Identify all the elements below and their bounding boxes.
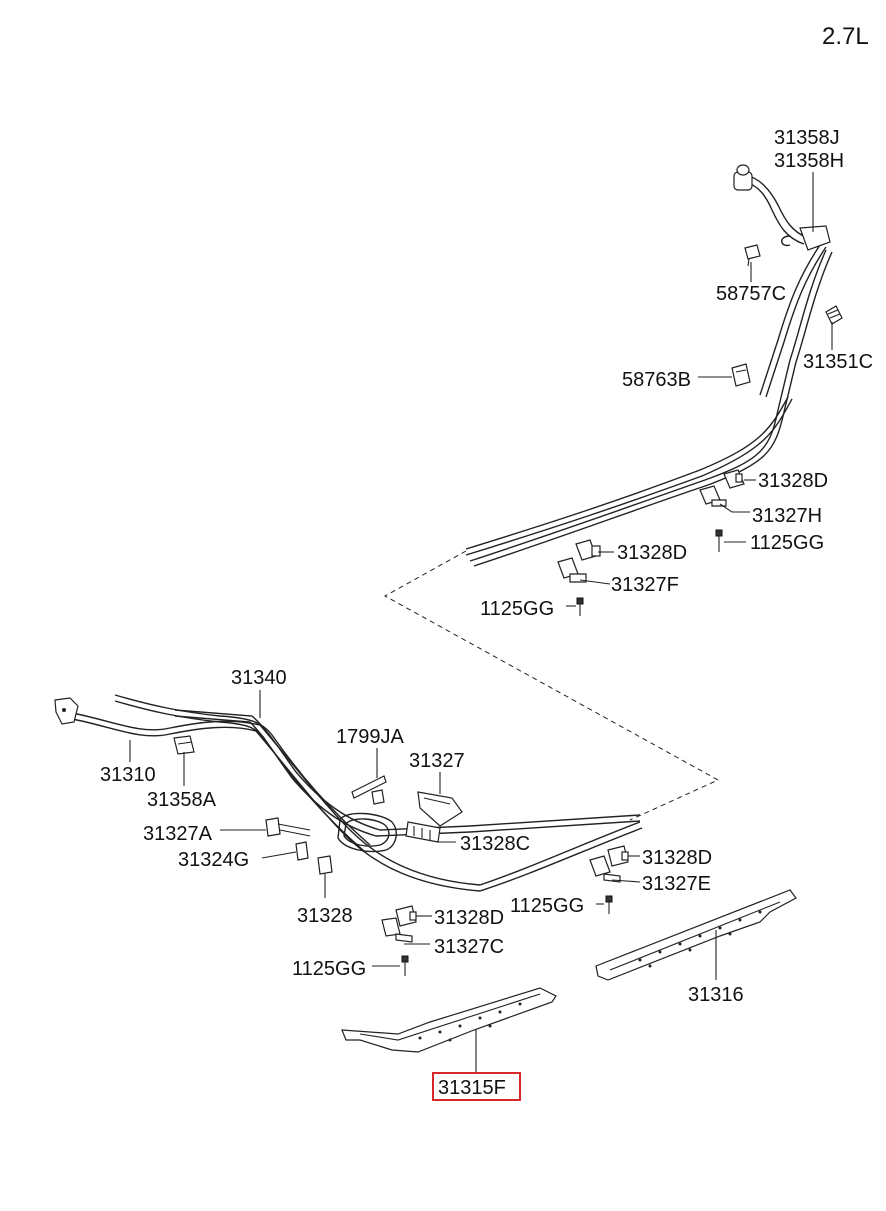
leader-lines: [129, 172, 833, 1072]
1125GG-bolt-mid: [576, 597, 584, 616]
31327H-bracket: [699, 485, 727, 507]
1125GG-bolt-upper: [715, 529, 723, 552]
label-31327F: 31327F: [611, 574, 679, 596]
protector-31316: [595, 889, 797, 981]
highlight-box-31315F: [432, 1072, 521, 1101]
label-31358J: 31358J: [774, 127, 840, 149]
engine-label: 2.7L: [822, 23, 869, 50]
1125GG-bolt-lower-left: [401, 955, 409, 976]
31328D-clip-mid: [575, 539, 601, 561]
label-31358H: 31358H: [774, 150, 844, 172]
lower-fuel-lines: [54, 694, 643, 892]
label-31328: 31328: [297, 905, 353, 927]
label-31327H: 31327H: [752, 505, 822, 527]
label-31328C: 31328C: [460, 833, 530, 855]
label-31327C: 31327C: [434, 936, 504, 958]
label-31327A: 31327A: [143, 823, 213, 845]
label-31351C: 31351C: [803, 351, 873, 373]
31358A-clip: [173, 735, 195, 755]
label-31328D-1: 31328D: [758, 470, 828, 492]
label-31328D-2: 31328D: [617, 542, 687, 564]
31327A-bracket: [265, 817, 311, 837]
label-31340: 31340: [231, 667, 287, 689]
label-31358A: 31358A: [147, 789, 217, 811]
31327F-bracket: [557, 557, 587, 583]
label-1125GG-4: 1125GG: [292, 958, 366, 980]
31324G-clip: [295, 841, 309, 861]
label-31327: 31327: [409, 750, 465, 772]
31351C-clip: [825, 305, 843, 325]
31327C-bracket: [381, 917, 413, 943]
31328D-clip-lower-left: [395, 905, 417, 927]
31328D-clip-upper: [723, 469, 745, 489]
31328D-clip-lower-right: [607, 845, 629, 867]
label-31327E: 31327E: [642, 873, 711, 895]
label-58763B: 58763B: [622, 369, 691, 391]
31327-bracket: [417, 791, 463, 827]
label-31328D-3: 31328D: [642, 847, 712, 869]
label-31328D-4: 31328D: [434, 907, 504, 929]
reference-dashed-outline: [383, 550, 720, 821]
label-1125GG-2: 1125GG: [480, 598, 554, 620]
58763B-clip: [731, 363, 751, 387]
1799JA-strap: [351, 775, 387, 805]
upper-connector: [733, 164, 831, 251]
1125GG-bolt-lower-right: [605, 895, 613, 914]
upper-fuel-lines: [465, 244, 833, 567]
label-58757C: 58757C: [716, 283, 786, 305]
protector-31315F: [341, 987, 557, 1053]
label-31310: 31310: [100, 764, 156, 786]
label-31316: 31316: [688, 984, 744, 1006]
31328C-clip: [405, 821, 441, 843]
31328-clip: [317, 855, 333, 875]
label-1125GG-1: 1125GG: [750, 532, 824, 554]
label-31315F[interactable]: 31315F: [438, 1077, 506, 1099]
label-1125GG-3: 1125GG: [510, 895, 584, 917]
label-1799JA: 1799JA: [336, 726, 404, 748]
label-31324G: 31324G: [178, 849, 249, 871]
58757C-clip: [744, 244, 761, 267]
